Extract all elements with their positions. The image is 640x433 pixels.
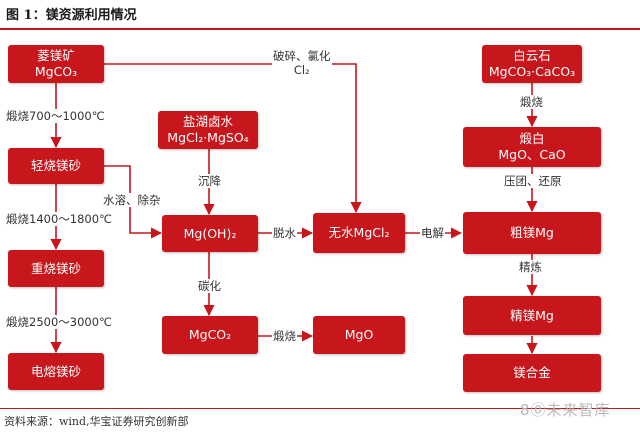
box-refined-mg: 精镁Mg xyxy=(463,296,601,335)
box-mg-alloy: 镁合金 xyxy=(463,354,601,392)
box-salt-lake: 盐湖卤水 MgCl₂·MgSO₄ xyxy=(158,111,258,149)
arrow-magnesite-to-anhydrous xyxy=(104,63,362,214)
title-divider xyxy=(0,28,640,30)
label-dehydrate: 脱水 xyxy=(272,226,297,240)
box-light-burned: 轻烧镁砂 xyxy=(8,148,104,184)
label-calcine-dolomite: 煅烧 xyxy=(519,95,544,109)
box-crude-mg: 粗镁Mg xyxy=(463,212,601,254)
box-mgo: MgO xyxy=(313,316,405,354)
label-calcine: 煅烧 xyxy=(272,329,297,343)
label-electrolysis: 电解 xyxy=(420,226,445,240)
box-mg-oh2: Mg(OH)₂ xyxy=(162,215,258,252)
box-anhydrous-mgcl2: 无水MgCl₂ xyxy=(313,213,405,253)
label-precipitate: 沉降 xyxy=(197,174,222,188)
label-crush-chlorinate: 破碎、氯化 Cl₂ xyxy=(272,49,332,77)
box-dead-burned: 重烧镁砂 xyxy=(8,250,104,287)
box-mgco2: MgCO₂ xyxy=(162,316,258,354)
box-dolomite: 白云石 MgCO₃·CaCO₃ xyxy=(482,45,582,83)
label-calcine-1400: 煅烧1400～1800℃ xyxy=(5,212,113,226)
label-refine: 精炼 xyxy=(518,260,543,274)
watermark: 8⓪未来智库 xyxy=(520,401,611,419)
source-note: 资料来源：wind,华宝证券研究创新部 xyxy=(4,415,189,428)
label-press-reduce: 压团、还原 xyxy=(503,174,563,188)
box-magnesite: 菱镁矿 MgCO₃ xyxy=(8,45,104,83)
box-calcined: 煅白 MgO、CaO xyxy=(463,127,601,167)
label-calcine-700: 煅烧700～1000℃ xyxy=(5,109,106,123)
box-fused: 电熔镁砂 xyxy=(8,353,104,390)
label-dissolve: 水溶、除杂 xyxy=(102,193,162,207)
footer-divider xyxy=(0,408,640,409)
label-carbonize: 碳化 xyxy=(197,279,222,293)
figure-title: 图 1：镁资源利用情况 xyxy=(6,8,137,23)
label-calcine-2500: 煅烧2500～3000℃ xyxy=(5,315,113,329)
